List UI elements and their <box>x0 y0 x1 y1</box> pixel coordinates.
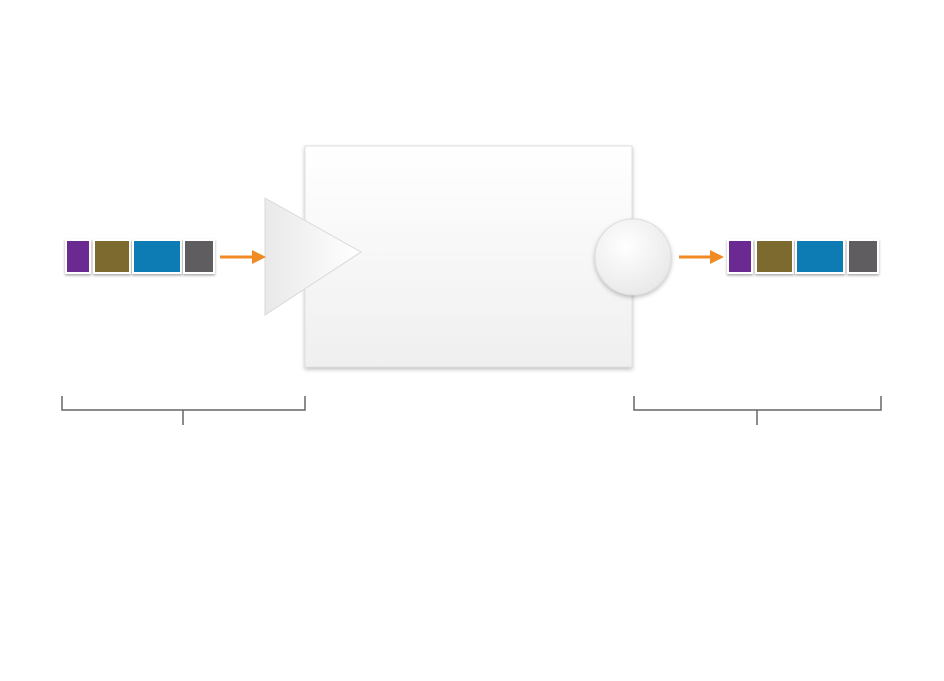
output-bracket <box>633 396 882 425</box>
input-bracket <box>61 396 306 425</box>
output-block-2 <box>755 239 794 274</box>
input-stream <box>65 239 215 274</box>
output-block-4 <box>847 239 879 274</box>
output-stream <box>727 239 879 274</box>
input-block-3 <box>132 239 182 274</box>
output-block-3 <box>795 239 845 274</box>
processor-box <box>304 145 633 368</box>
input-block-2 <box>93 239 131 274</box>
output-arrow-icon <box>679 250 724 264</box>
output-block-1 <box>727 239 753 274</box>
input-block-4 <box>183 239 215 274</box>
output-circle-icon <box>594 218 672 296</box>
input-arrow-icon <box>220 250 266 264</box>
input-block-1 <box>65 239 91 274</box>
